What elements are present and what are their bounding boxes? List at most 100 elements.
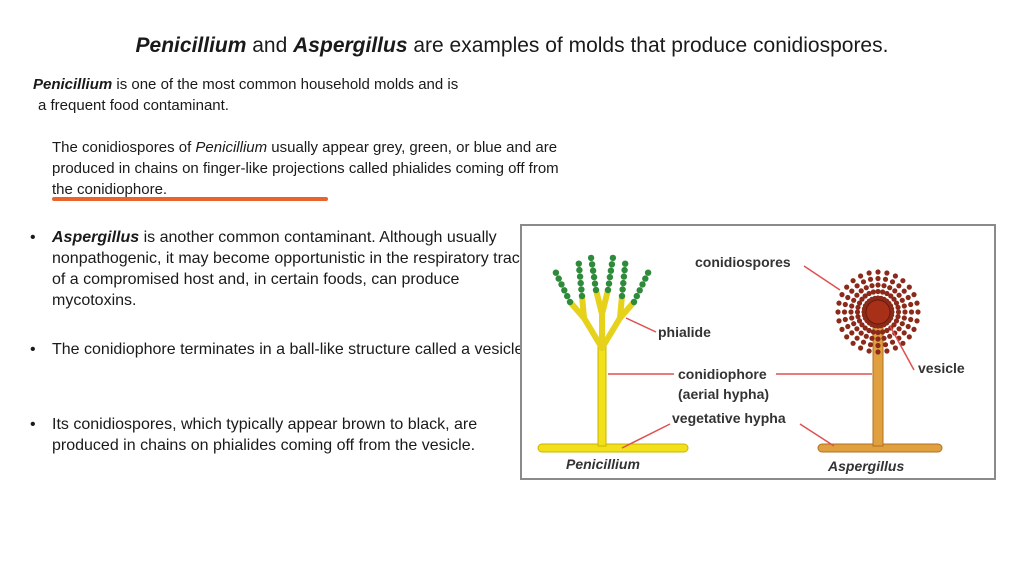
penicillium-branches — [567, 287, 637, 351]
aspergillus-spore — [900, 340, 906, 346]
aspergillus-spore — [855, 314, 861, 320]
para2-post: usually appear grey, green, or blue and … — [52, 139, 559, 198]
penicillium-spore — [620, 273, 628, 280]
aspergillus-spore — [858, 288, 864, 294]
bullet-aspergillus: • Aspergillus is another common contamin… — [30, 227, 532, 311]
penicillium-vegetative-hypha — [537, 443, 689, 453]
aspergillus-spore — [858, 330, 864, 336]
bullet-vesicle: • The conidiophore terminates in a ball-… — [30, 339, 532, 360]
label-aspergillus: Aspergillus — [828, 458, 905, 474]
aspergillus-spore — [854, 326, 860, 332]
aspergillus-spore — [875, 269, 881, 275]
slide-title: Penicillium and Aspergillus are examples… — [0, 32, 1024, 60]
penicillium-spore — [619, 286, 626, 293]
aspergillus-spore — [848, 309, 854, 315]
aspergillus-spore — [884, 348, 890, 354]
aspergillus-spore — [880, 329, 886, 335]
aspergillus-spore — [858, 273, 864, 279]
aspergillus-spore — [856, 318, 863, 324]
aspergillus-spore — [858, 345, 864, 351]
aspergillus-spore — [875, 336, 881, 342]
aspergillus-spore — [892, 288, 898, 294]
penicillium-spore — [639, 281, 646, 288]
aspergillus-spore — [845, 323, 851, 330]
aspergillus-spore — [896, 292, 902, 298]
aspergillus-spore — [854, 335, 860, 341]
label-vesicle: vesicle — [918, 360, 965, 376]
title-rest: are examples of molds that produce conid… — [407, 34, 889, 57]
intro-genus: Penicillium — [33, 76, 113, 93]
aspergillus-spore — [866, 290, 872, 297]
aspergillus-spore — [882, 342, 889, 348]
aspergillus-spore — [887, 333, 893, 339]
aspergillus-spore — [915, 309, 921, 315]
aspergillus-spore — [859, 296, 865, 302]
aspergillus-spore — [881, 283, 887, 289]
aspergillus-spore — [850, 340, 856, 346]
penicillium-spore — [561, 287, 568, 294]
penicillium-spore — [588, 261, 596, 268]
aspergillus-spore — [842, 316, 848, 323]
penicillium-spore — [578, 292, 586, 300]
aspergillus-spore — [892, 345, 898, 351]
bullet-marker: • — [30, 229, 36, 246]
label-conidiospores: conidiospores — [695, 254, 791, 270]
aspergillus-spore — [906, 334, 912, 340]
penicillium-spore — [607, 267, 615, 274]
aspergillus-spore — [849, 330, 855, 336]
intro-paragraph: Penicillium is one of the most common ho… — [33, 74, 573, 116]
title-genus-aspergillus: Aspergillus — [293, 34, 408, 57]
penicillium-spore — [604, 286, 612, 294]
penicillium-spore — [558, 281, 565, 288]
aspergillus-spore — [844, 334, 850, 340]
aspergillus-spore — [884, 290, 890, 297]
title-and: and — [246, 34, 294, 57]
penicillium-spore — [605, 280, 613, 287]
aspergillus-spore — [849, 303, 855, 309]
penicillium-spore — [589, 267, 597, 274]
aspergillus-spore — [911, 326, 917, 332]
para2-genus: Penicillium — [195, 139, 268, 156]
aspergillus-spore — [875, 329, 881, 336]
aspergillus-spore — [896, 283, 902, 289]
aspergillus-spore — [854, 292, 860, 298]
aspergillus-spore — [842, 301, 848, 308]
aspergillus-spore — [880, 289, 886, 295]
para2-pre: The conidiospores of — [52, 139, 196, 156]
aspergillus-spore — [859, 322, 865, 328]
aspergillus-spore — [911, 292, 917, 298]
penicillium-spore-chains — [552, 254, 652, 306]
penicillium-conidiophore — [597, 345, 607, 447]
aspergillus-spore — [870, 329, 876, 335]
aspergillus-spore — [905, 323, 911, 330]
penicillium-spore — [566, 298, 574, 306]
aspergillus-spore — [855, 304, 861, 310]
aspergillus-spore — [895, 304, 901, 310]
penicillium-description: The conidiospores of Penicillium usually… — [52, 137, 582, 200]
aspergillus-spore — [870, 289, 876, 295]
aspergillus-spore — [893, 300, 900, 306]
aspergillus-spore — [882, 276, 889, 282]
aspergillus-spore — [891, 322, 897, 328]
aspergillus-spore — [851, 297, 857, 303]
aspergillus-spore — [875, 349, 881, 355]
aspergillus-spore — [860, 339, 867, 345]
aspergillus-spore — [841, 309, 848, 315]
aspergillus-spore — [862, 293, 868, 299]
penicillium-spore — [630, 298, 638, 306]
penicillium-spore — [576, 266, 583, 274]
aspergillus-spore — [901, 330, 907, 336]
penicillium-spore — [618, 292, 626, 300]
penicillium-spore — [578, 286, 585, 293]
aspergillus-spore — [849, 315, 855, 321]
penicillium-spore — [622, 260, 629, 267]
penicillium-spore — [608, 261, 616, 268]
aspergillus-spore — [884, 327, 890, 334]
aspergillus-spore — [860, 279, 867, 285]
aspergillus-spore — [902, 309, 908, 315]
aspergillus-spore — [875, 342, 881, 349]
aspergillus-spore — [895, 314, 901, 320]
aspergillus-spore — [839, 326, 845, 332]
bullet-marker: • — [30, 341, 36, 358]
penicillium-spore — [577, 279, 584, 287]
